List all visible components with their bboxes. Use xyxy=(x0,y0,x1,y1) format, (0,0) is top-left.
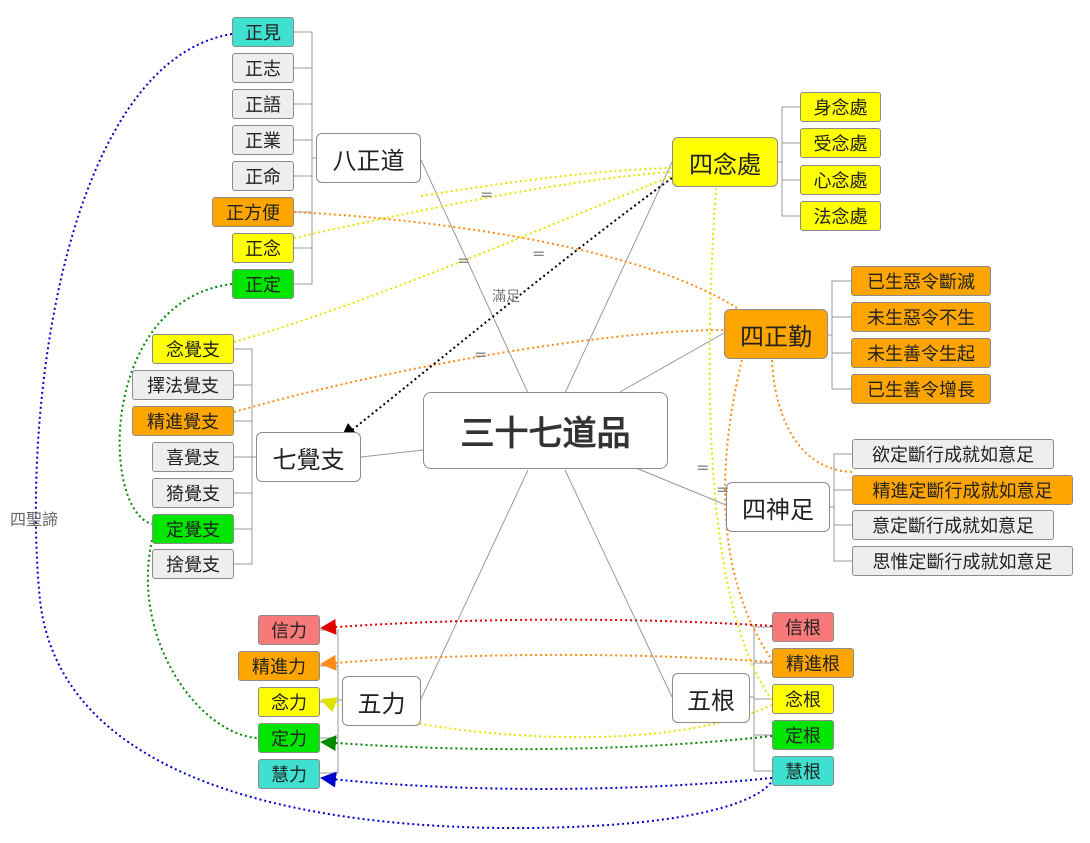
item-dharma-mindfulness[interactable]: 法念處 xyxy=(800,201,881,231)
item-faculty-faith[interactable]: 信根 xyxy=(772,612,834,642)
category-seven-awakening[interactable]: 七覺支 xyxy=(256,432,361,482)
item-effort-3[interactable]: 未生善令生起 xyxy=(851,338,991,368)
item-power-concentration[interactable]: 定力 xyxy=(258,723,320,753)
category-four-mindfulness[interactable]: 四念處 xyxy=(672,137,778,187)
label-fulfill: 滿足 xyxy=(492,289,520,305)
center-node[interactable]: 三十七道品 xyxy=(423,392,668,469)
item-mind-mindfulness[interactable]: 心念處 xyxy=(800,165,881,195)
item-base-desire[interactable]: 欲定斷行成就如意足 xyxy=(852,439,1054,469)
category-four-bases[interactable]: 四神足 xyxy=(726,482,830,532)
equal-mark-1: = xyxy=(480,185,494,204)
category-five-faculties[interactable]: 五根 xyxy=(672,673,750,723)
bracket-mindfulness xyxy=(778,106,800,217)
item-power-mindfulness[interactable]: 念力 xyxy=(258,687,320,717)
item-feeling-mindfulness[interactable]: 受念處 xyxy=(800,128,881,158)
item-awakening-energy[interactable]: 精進覺支 xyxy=(132,406,234,436)
item-awakening-investigation[interactable]: 擇法覺支 xyxy=(132,370,234,400)
item-base-investigation[interactable]: 思惟定斷行成就如意足 xyxy=(852,546,1073,576)
item-right-concentration[interactable]: 正定 xyxy=(232,269,294,299)
equal-mark-6: = xyxy=(716,480,730,499)
label-four-noble-truths: 四聖諦 xyxy=(10,510,59,529)
item-awakening-tranquility[interactable]: 猗覺支 xyxy=(152,478,234,508)
item-power-energy[interactable]: 精進力 xyxy=(238,651,320,681)
bracket-faculties xyxy=(750,626,772,772)
item-right-view[interactable]: 正見 xyxy=(232,17,294,47)
category-four-right-efforts[interactable]: 四正勤 xyxy=(724,309,828,359)
item-faculty-wisdom[interactable]: 慧根 xyxy=(772,756,834,786)
category-eightfold-path[interactable]: 八正道 xyxy=(316,133,421,183)
category-five-powers[interactable]: 五力 xyxy=(342,676,421,726)
item-right-livelihood[interactable]: 正命 xyxy=(232,161,294,191)
item-right-effort[interactable]: 正方便 xyxy=(212,197,294,227)
item-right-intention[interactable]: 正志 xyxy=(232,53,294,83)
item-effort-1[interactable]: 已生惡令斷滅 xyxy=(851,266,991,296)
trunk-lines xyxy=(360,159,727,700)
item-awakening-concentration[interactable]: 定覺支 xyxy=(152,514,234,544)
equal-mark-5: = xyxy=(696,458,710,477)
item-right-action[interactable]: 正業 xyxy=(232,125,294,155)
item-base-effort[interactable]: 精進定斷行成就如意足 xyxy=(852,475,1073,505)
item-body-mindfulness[interactable]: 身念處 xyxy=(800,92,881,122)
item-power-wisdom[interactable]: 慧力 xyxy=(258,759,320,789)
item-faculty-energy[interactable]: 精進根 xyxy=(772,648,854,678)
relation-links xyxy=(34,33,853,830)
item-right-mindfulness[interactable]: 正念 xyxy=(232,233,294,263)
item-faculty-concentration[interactable]: 定根 xyxy=(772,720,834,750)
item-awakening-mindfulness[interactable]: 念覺支 xyxy=(152,334,234,364)
item-power-faith[interactable]: 信力 xyxy=(258,615,320,645)
item-base-mind[interactable]: 意定斷行成就如意足 xyxy=(852,510,1054,540)
item-right-speech[interactable]: 正語 xyxy=(232,89,294,119)
bracket-eightfold xyxy=(294,31,316,285)
bracket-bases xyxy=(830,453,852,562)
equal-mark-4: = xyxy=(474,345,488,364)
item-faculty-mindfulness[interactable]: 念根 xyxy=(772,684,834,714)
bracket-efforts xyxy=(828,280,851,390)
item-effort-2[interactable]: 未生惡令不生 xyxy=(851,302,991,332)
equal-mark-2: = xyxy=(532,244,546,263)
equal-mark-3: = xyxy=(457,251,471,270)
item-effort-4[interactable]: 已生善令增長 xyxy=(851,374,991,404)
item-awakening-joy[interactable]: 喜覺支 xyxy=(152,442,234,472)
item-awakening-equanimity[interactable]: 捨覺支 xyxy=(152,549,234,579)
bracket-awakening xyxy=(234,348,256,565)
